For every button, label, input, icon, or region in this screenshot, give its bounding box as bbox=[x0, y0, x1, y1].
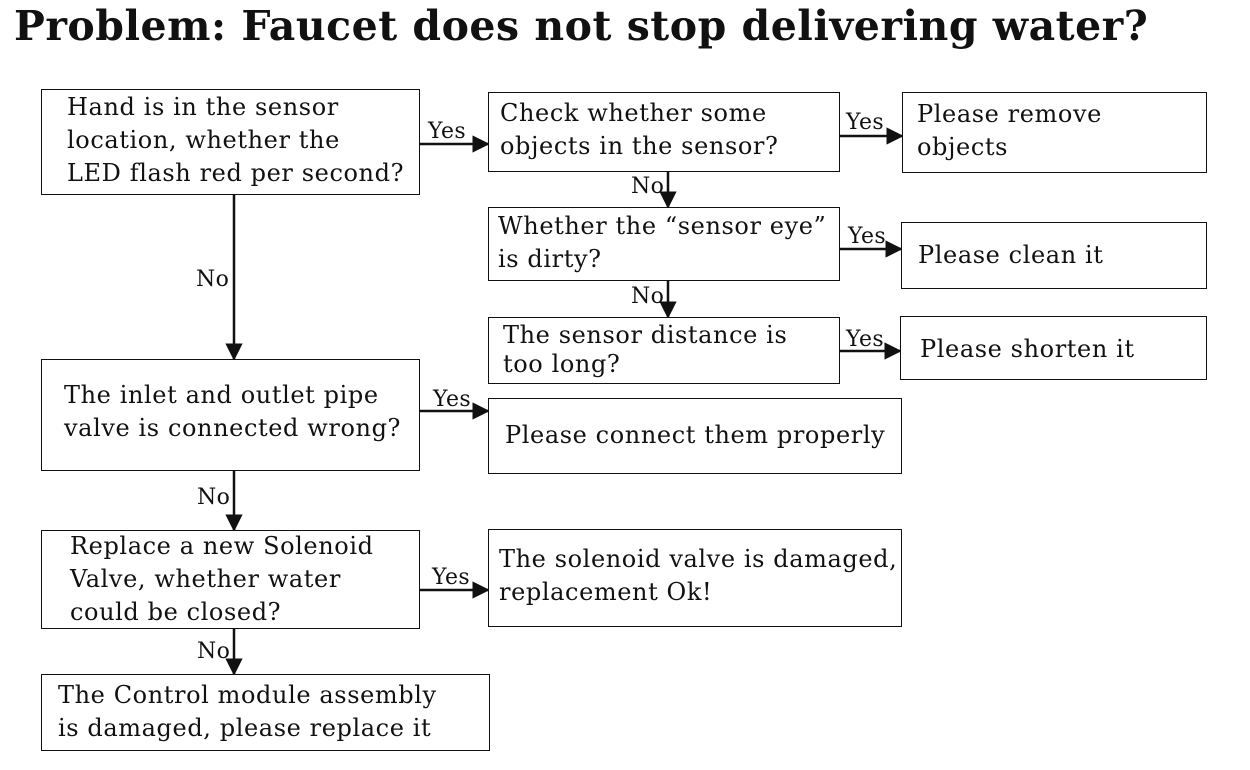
yes-label-dirty: Yes bbox=[848, 224, 887, 249]
no-label-pipe: No bbox=[197, 485, 231, 510]
no-label-objects: No bbox=[631, 174, 665, 199]
question-objects-in-sensor-text: Check whether some objects in the sensor… bbox=[500, 99, 779, 160]
question-sensor-eye-dirty-text: Whether the “sensor eye” is dirty? bbox=[498, 212, 827, 273]
question-pipe-valve: The inlet and outlet pipe valve is conne… bbox=[41, 359, 420, 471]
action-remove-objects-text: Please remove objects bbox=[917, 100, 1102, 161]
result-solenoid-damaged-text: The solenoid valve is damaged, replaceme… bbox=[499, 545, 898, 606]
action-connect-properly: Please connect them properly bbox=[488, 398, 902, 474]
action-connect-properly-text: Please connect them properly bbox=[505, 421, 886, 449]
question-pipe-valve-text: The inlet and outlet pipe valve is conne… bbox=[64, 381, 401, 442]
action-remove-objects: Please remove objects bbox=[902, 92, 1207, 173]
yes-label-objects: Yes bbox=[846, 110, 885, 135]
yes-label-distance: Yes bbox=[846, 327, 885, 352]
question-replace-solenoid-text: Replace a new Solenoid Valve, whether wa… bbox=[70, 532, 374, 626]
question-sensor-eye-dirty: Whether the “sensor eye” is dirty? bbox=[488, 207, 840, 281]
result-solenoid-damaged: The solenoid valve is damaged, replaceme… bbox=[488, 529, 902, 627]
no-label-led: No bbox=[196, 267, 230, 292]
question-replace-solenoid: Replace a new Solenoid Valve, whether wa… bbox=[41, 530, 420, 629]
action-shorten-it-text: Please shorten it bbox=[920, 335, 1135, 363]
yes-label-led: Yes bbox=[428, 119, 467, 144]
question-sensor-distance-text: The sensor distance is too long? bbox=[503, 321, 788, 378]
yes-label-solenoid: Yes bbox=[432, 565, 471, 590]
no-label-solenoid: No bbox=[197, 639, 231, 664]
result-control-module-damaged-text: The Control module assembly is damaged, … bbox=[58, 681, 437, 742]
yes-label-pipe: Yes bbox=[433, 387, 472, 412]
question-objects-in-sensor: Check whether some objects in the sensor… bbox=[488, 92, 840, 172]
no-label-dirty: No bbox=[631, 284, 665, 309]
action-clean-it-text: Please clean it bbox=[918, 241, 1104, 269]
page-title: Problem: Faucet does not stop delivering… bbox=[14, 2, 1149, 50]
result-control-module-damaged: The Control module assembly is damaged, … bbox=[41, 674, 490, 751]
action-shorten-it: Please shorten it bbox=[900, 316, 1207, 380]
question-sensor-distance: The sensor distance is too long? bbox=[488, 317, 840, 384]
question-led-flash: Hand is in the sensor location, whether … bbox=[41, 89, 420, 195]
action-clean-it: Please clean it bbox=[901, 222, 1207, 289]
question-led-flash-text: Hand is in the sensor location, whether … bbox=[67, 93, 405, 187]
